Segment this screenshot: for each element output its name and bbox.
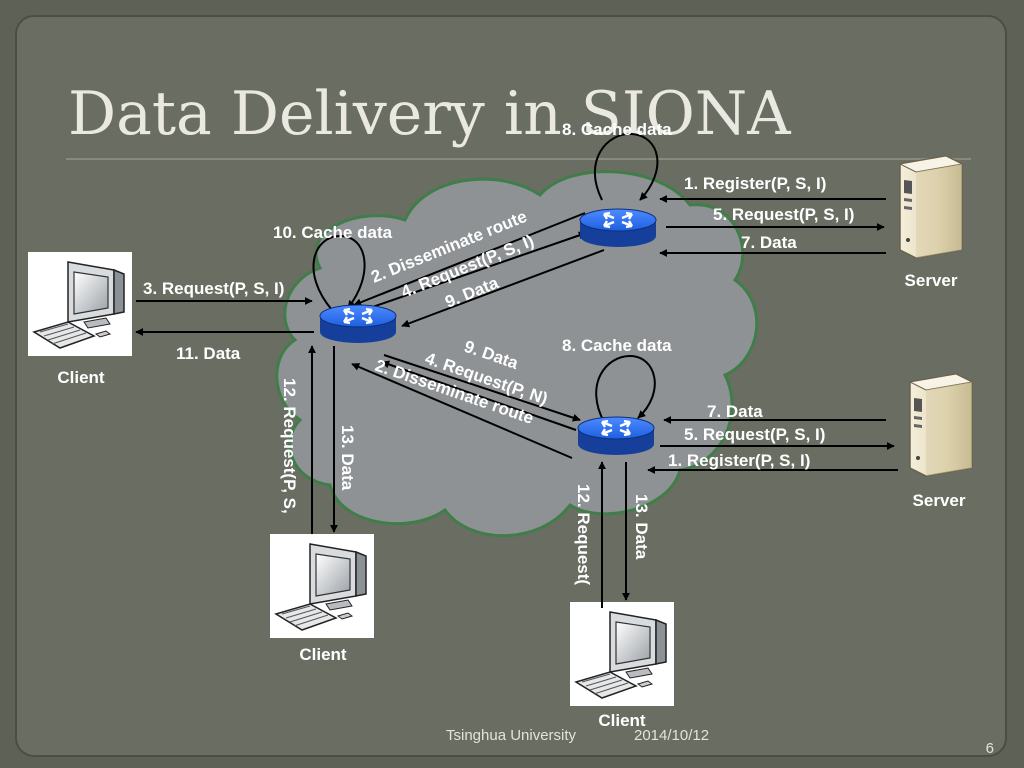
- computer-icon: [27, 251, 133, 357]
- router-icon: [576, 415, 656, 457]
- label-data-top: 7. Data: [741, 233, 797, 252]
- client-bottom-right-label: Client: [598, 711, 646, 730]
- label-request-client-left: 3. Request(P, S, I): [143, 279, 284, 298]
- router-icon: [578, 207, 658, 249]
- arrow-data-upper: [401, 249, 605, 328]
- server-bottom-label: Server: [913, 491, 966, 510]
- label-register-bottom: 1. Register(P, S, I): [668, 451, 810, 470]
- arrow-data-lower: [383, 354, 581, 422]
- arrow-disseminate-upper: [353, 212, 586, 307]
- client-bottom-left-label: Client: [299, 645, 347, 664]
- router-icon: [318, 303, 398, 345]
- arrow-disseminate-lower: [351, 363, 573, 459]
- arrow-request-upper: [357, 231, 587, 313]
- server-top-label: Server: [905, 271, 958, 290]
- title-divider: [66, 158, 971, 160]
- label-cache-top: 8. Cache data: [562, 120, 672, 139]
- cache-loop-left: [312, 234, 366, 311]
- computer-icon: [569, 601, 675, 707]
- cache-loop-top: [593, 132, 659, 201]
- slide-title: Data Delivery in SIONA: [68, 79, 791, 149]
- label-request-bottom: 5. Request(P, S, I): [684, 425, 825, 444]
- label-data-client-bl: 13. Data: [338, 425, 357, 491]
- label-request-client-bl: 12. Request(P, S,: [280, 378, 299, 514]
- server-icon: [899, 155, 963, 259]
- label-request-client-br: 12. Request(: [574, 484, 593, 585]
- label-cache-left: 10. Cache data: [273, 223, 393, 242]
- page-number: 6: [986, 740, 994, 757]
- label-data-client-left: 11. Data: [176, 344, 241, 363]
- label-data-bottom: 7. Data: [707, 402, 763, 421]
- server-icon: [909, 373, 973, 477]
- label-register-top: 1. Register(P, S, I): [684, 174, 826, 193]
- cache-loop-bottom: [595, 354, 656, 423]
- label-data-client-br: 13. Data: [632, 494, 651, 560]
- footer-institution: Tsinghua University: [446, 727, 577, 744]
- label-request-top: 5. Request(P, S, I): [713, 205, 854, 224]
- label-cache-bottom: 8. Cache data: [562, 336, 672, 355]
- arrow-request-lower: [381, 360, 577, 431]
- footer-date: 2014/10/12: [634, 727, 709, 744]
- client-left-label: Client: [57, 368, 105, 387]
- computer-icon: [269, 533, 375, 639]
